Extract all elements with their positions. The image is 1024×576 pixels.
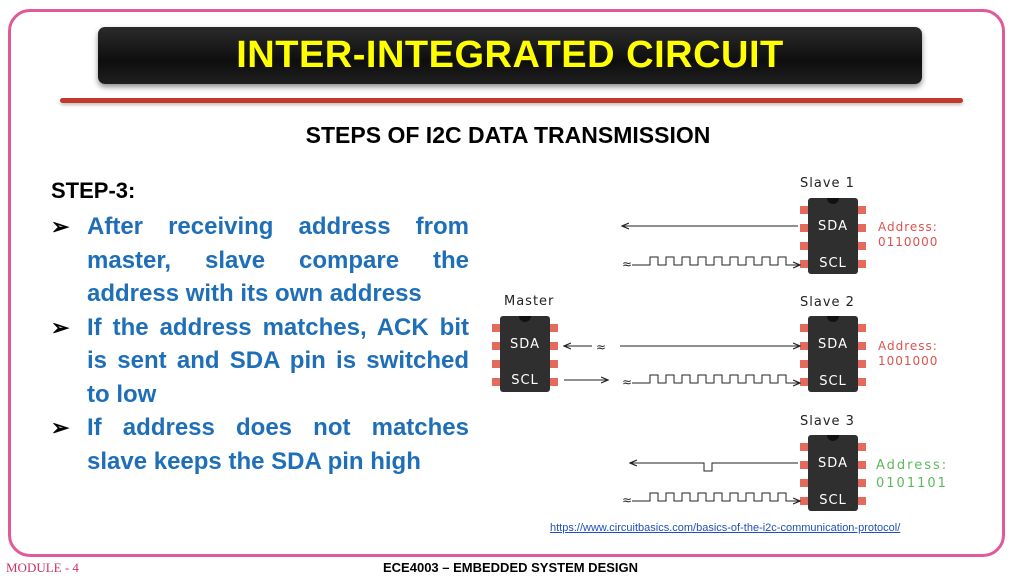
bullet-item: ➢ If address does not matches slave keeps… [51, 411, 469, 478]
slave-2-label: Slave 2 [800, 295, 855, 310]
title-bar: INTER-INTEGRATED CIRCUIT [98, 27, 922, 84]
source-link[interactable]: https://www.circuitbasics.com/basics-of-… [550, 522, 901, 534]
slave-1-address: 0110000 [878, 235, 938, 249]
step-heading: STEP-3: [51, 178, 136, 203]
slave-3-sda-label: SDA [818, 456, 848, 471]
slave-2-address-label: Address: [878, 339, 938, 353]
master-scl-label: SCL [511, 373, 539, 388]
slave-1-label: Slave 1 [800, 176, 855, 191]
slave-2-address: 1001000 [878, 354, 938, 368]
slave-3-address-label: Address: [876, 458, 948, 473]
course-label: ECE4003 – EMBEDDED SYSTEM DESIGN [383, 560, 639, 575]
title-underline [60, 98, 963, 103]
arrow-bullet-icon: ➢ [51, 314, 70, 340]
arrow-bullet-icon: ➢ [51, 214, 70, 239]
slave-2-scl-label: SCL [819, 374, 847, 389]
bullet-text: If the address matches, ACK bit is sent … [87, 313, 469, 408]
bullet-list: ➢ After receiving address from master, sl… [51, 210, 469, 478]
slave-3-scl-label: SCL [819, 493, 847, 508]
master-label: Master [504, 294, 554, 309]
svg-text:≈: ≈ [622, 375, 632, 389]
slave-3-chip: SDA SCL [800, 435, 866, 511]
slave-1-chip: SDA SCL [800, 198, 866, 274]
slave-2-chip: SDA SCL [800, 316, 866, 392]
slave-1-scl-label: SCL [819, 256, 847, 271]
svg-text:≈: ≈ [622, 257, 632, 271]
slide-title: INTER-INTEGRATED CIRCUIT [236, 34, 784, 76]
bullet-item: ➢ If the address matches, ACK bit is sent… [51, 311, 469, 412]
master-chip: SDA SCL [492, 316, 558, 392]
i2c-diagram: Master SDA SCL ≈ Slave 1 SDA SCL ≈ Addre… [492, 176, 948, 511]
bullet-text: After receiving address from master, sla… [87, 213, 469, 307]
svg-text:≈: ≈ [622, 493, 632, 507]
slide-subtitle: STEPS OF I2C DATA TRANSMISSION [305, 122, 711, 148]
bullet-item: ➢ After receiving address from master, sl… [51, 210, 469, 311]
slave-3-address: 0101101 [876, 476, 948, 491]
svg-text:≈: ≈ [596, 340, 606, 354]
slave-2-sda-label: SDA [818, 337, 848, 352]
slave-3-label: Slave 3 [800, 414, 855, 429]
slave-1-address-label: Address: [878, 220, 938, 234]
master-sda-label: SDA [510, 337, 540, 352]
arrow-bullet-icon: ➢ [51, 415, 70, 440]
module-label: MODULE - 4 [6, 560, 79, 575]
slide-frame [8, 9, 1005, 557]
slave-1-sda-label: SDA [818, 219, 848, 234]
bullet-text: If address does not matches slave keeps … [87, 414, 469, 475]
